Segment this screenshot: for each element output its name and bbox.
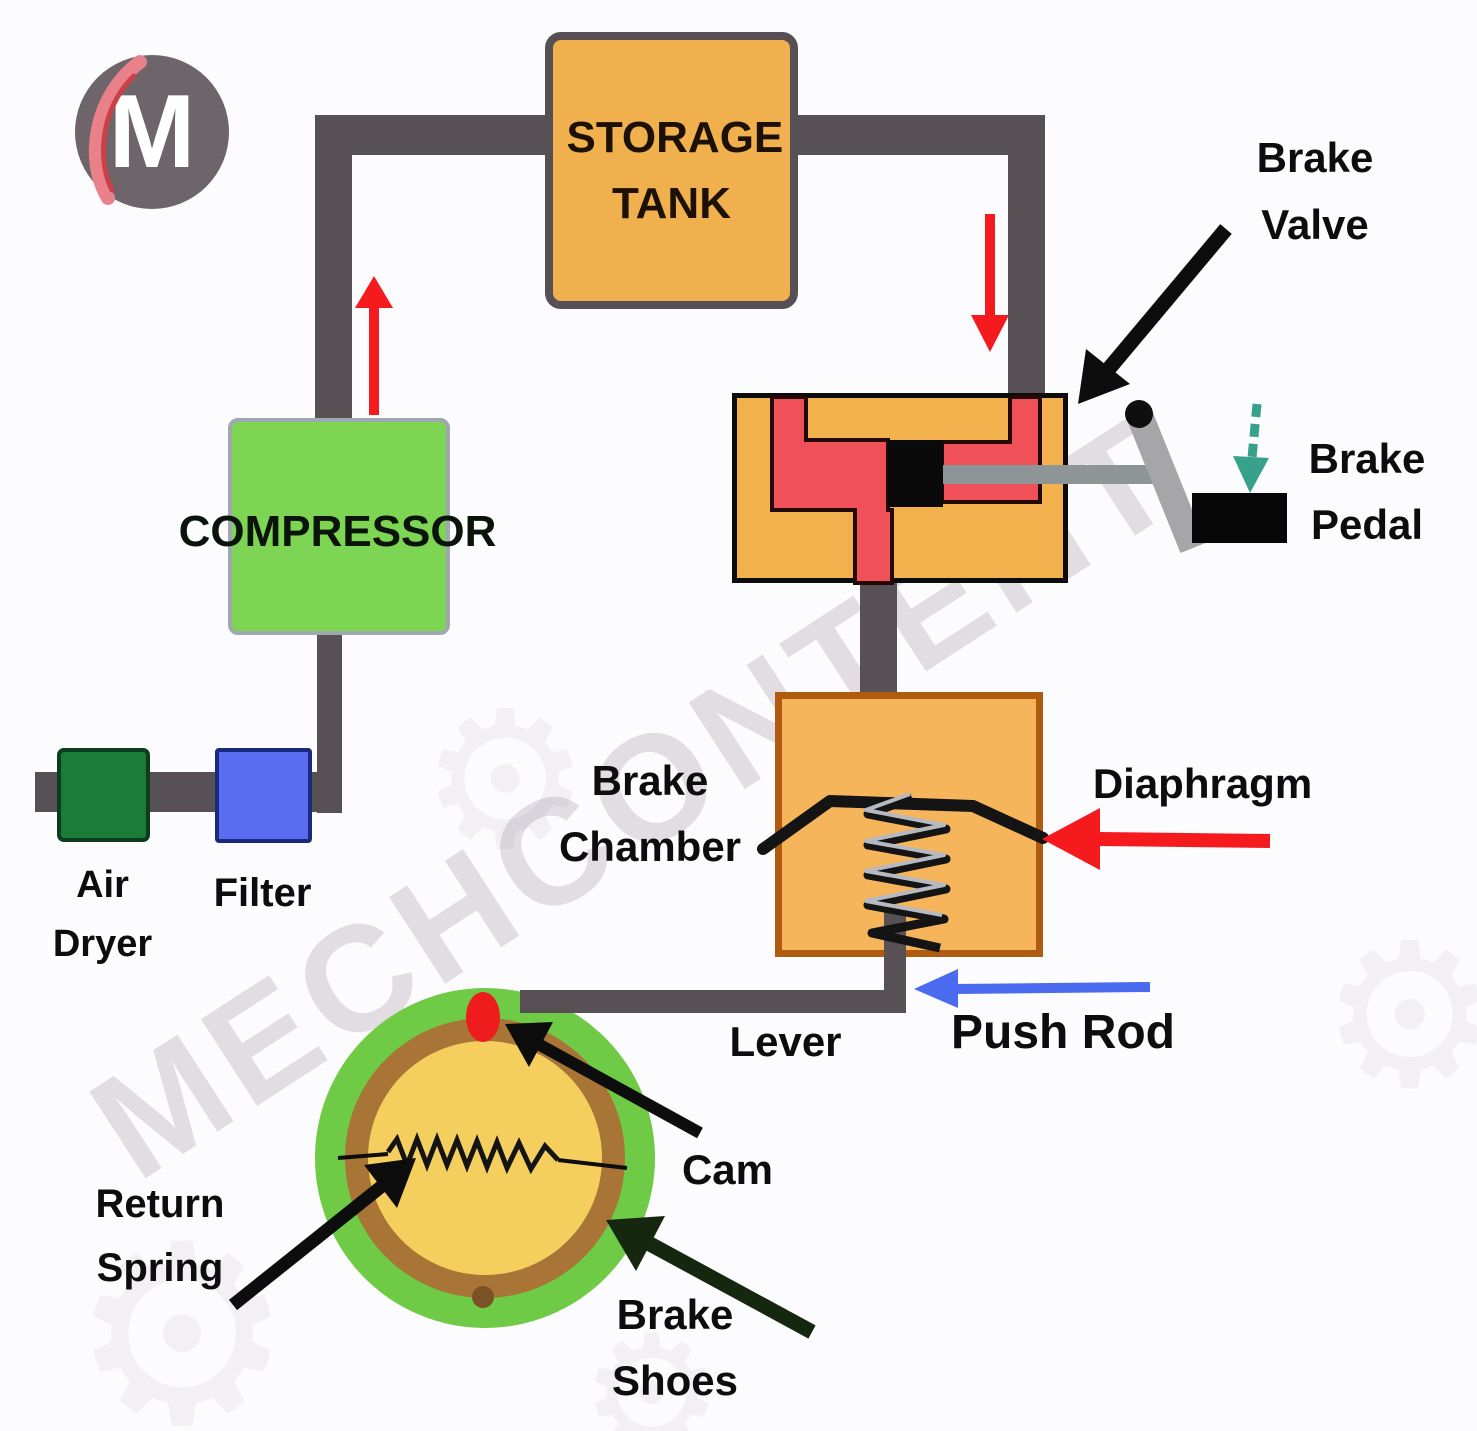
brake-chamber-box <box>775 692 1043 957</box>
return-spring-right-link <box>557 1158 628 1170</box>
pipe-tank-inlet-horizontal <box>315 115 547 155</box>
cam-label: Cam <box>681 1146 774 1193</box>
logo-letter: M <box>108 74 196 190</box>
valve-channel-left <box>770 395 894 585</box>
gear-icon: ⚙ <box>420 675 591 887</box>
pedal-press-arrowhead-icon <box>1233 456 1269 493</box>
logo-flame-accent-icon <box>100 73 137 193</box>
brake-valve-label: Brake Valve <box>1256 134 1374 249</box>
return-spring-pointer-arrow <box>228 1180 387 1311</box>
chamber-spring-highlight <box>864 792 946 917</box>
pipe-tank-outlet-horizontal <box>796 115 1045 155</box>
diaphragm-label: Diaphragm <box>1092 760 1313 807</box>
storage-tank-label: STORAGE TANK <box>566 112 784 228</box>
flow-up-arrowhead-icon <box>355 276 393 308</box>
push-rod-pointer-arrow <box>954 982 1151 994</box>
compressor-label: COMPRESSOR <box>178 507 497 556</box>
valve-piston <box>888 440 943 507</box>
diaphragm-arrowhead-icon <box>1042 808 1100 870</box>
cam-arrowhead-icon <box>505 1022 553 1067</box>
brake-shoes-label: Brake Shoes <box>611 1291 739 1405</box>
return-spring-label: Return Spring <box>95 1182 225 1290</box>
filter-label: Filter <box>213 871 312 915</box>
return-spring-left-link <box>337 1152 389 1160</box>
brake-chamber-label: Brake Chamber <box>558 757 742 871</box>
push-rod-label: Push Rod <box>951 1006 1175 1059</box>
brake-shoes-arrowhead-icon <box>606 1216 665 1271</box>
chamber-spring-coil <box>863 793 951 953</box>
slack-adjuster-lever-bar <box>520 990 906 1013</box>
compressor-box <box>228 418 450 635</box>
return-spring-coil <box>385 1132 560 1175</box>
air-dryer-box <box>57 748 150 842</box>
pedal-lever-arm <box>1126 408 1206 554</box>
brake-pedal-pad <box>1192 493 1287 543</box>
pedal-press-arrow <box>1247 403 1262 459</box>
air-dryer-label: Air Dryer <box>52 864 153 965</box>
return-spring-arrowhead-icon <box>364 1158 416 1208</box>
push-rod-arrowhead-icon <box>914 969 958 1008</box>
diaphragm-pointer-arrow <box>1097 832 1271 848</box>
valve-pedal-rod <box>943 465 1171 484</box>
flow-down-arrowhead-icon <box>971 315 1009 352</box>
gear-icon: ⚙ <box>70 1196 295 1431</box>
brake-pedal-label: Brake Pedal <box>1308 435 1426 549</box>
pipe-compressor-to-tank-vertical <box>315 115 352 421</box>
brake-valve-arrowhead-icon <box>1078 349 1130 404</box>
logo-flame-icon <box>88 55 147 205</box>
pipe-valve-to-chamber <box>860 578 897 696</box>
brake-shoes-pointer-arrow <box>646 1237 816 1339</box>
lever-label: Lever <box>729 1018 842 1065</box>
gear-icon: ⚙ <box>580 1304 724 1431</box>
filter-box <box>215 748 312 843</box>
pedal-pivot <box>1125 400 1153 428</box>
anchor-pin-dot <box>472 1286 494 1308</box>
cam-pointer-arrow <box>537 1039 703 1139</box>
storage-tank-box: STORAGE TANK <box>545 32 798 309</box>
gear-icon: ⚙ <box>1320 905 1477 1128</box>
brake-valve-pointer-arrow <box>1101 224 1232 376</box>
pipe-tank-to-valve-vertical <box>1008 115 1045 396</box>
cam-dot <box>466 992 500 1042</box>
